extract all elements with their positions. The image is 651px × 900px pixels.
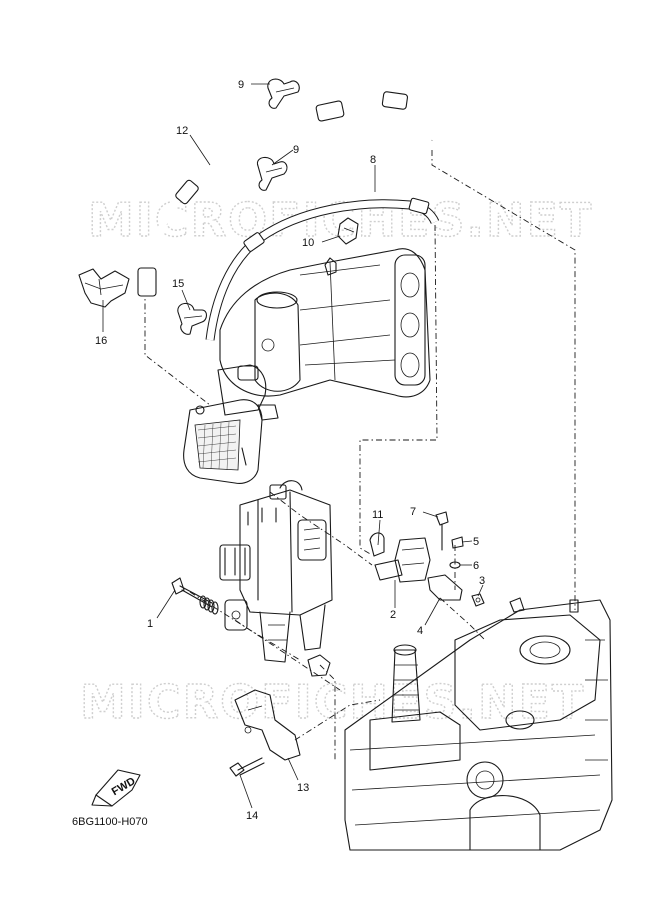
callout-14: 14 xyxy=(246,810,258,822)
callout-10: 10 xyxy=(302,237,314,249)
callout-leaders xyxy=(102,83,484,809)
callout-11: 11 xyxy=(372,509,383,521)
carburetor-body xyxy=(219,480,333,663)
diagram-code: 6BG1100-H070 xyxy=(72,816,148,828)
fwd-label: FWD xyxy=(110,775,138,798)
callout-8: 8 xyxy=(370,154,376,166)
callout-6: 6 xyxy=(473,560,479,572)
watermark-bottom: MICROFICHES.NET xyxy=(80,675,585,729)
callout-labels: 9 12 9 8 10 15 16 1 2 3 4 5 6 7 11 13 14 xyxy=(95,79,485,822)
callout-13: 13 xyxy=(297,782,309,794)
bolt-14 xyxy=(229,757,265,777)
fwd-arrow-icon: FWD xyxy=(91,769,141,807)
callout-4: 4 xyxy=(417,625,423,637)
callout-16: 16 xyxy=(95,335,107,347)
callout-9a: 9 xyxy=(238,79,244,91)
callout-15: 15 xyxy=(172,278,184,290)
power-head xyxy=(344,597,613,851)
callout-7: 7 xyxy=(410,506,416,518)
vapor-separator xyxy=(183,364,279,484)
callout-3: 3 xyxy=(479,575,485,587)
hose-clips xyxy=(78,78,359,335)
callout-5: 5 xyxy=(473,536,479,548)
small-parts xyxy=(369,511,485,607)
callout-12: 12 xyxy=(176,125,188,137)
intake-manifold-assembly xyxy=(219,248,431,398)
callout-9b: 9 xyxy=(293,144,299,156)
bracket-13 xyxy=(234,654,331,761)
fuel-hose-8 xyxy=(205,197,440,341)
bolt-1 xyxy=(171,577,219,615)
callout-2: 2 xyxy=(390,609,396,621)
fuel-hose-12 xyxy=(137,91,437,297)
watermark-top: MICROFICHES.NET xyxy=(88,193,593,247)
callout-1: 1 xyxy=(147,618,153,630)
